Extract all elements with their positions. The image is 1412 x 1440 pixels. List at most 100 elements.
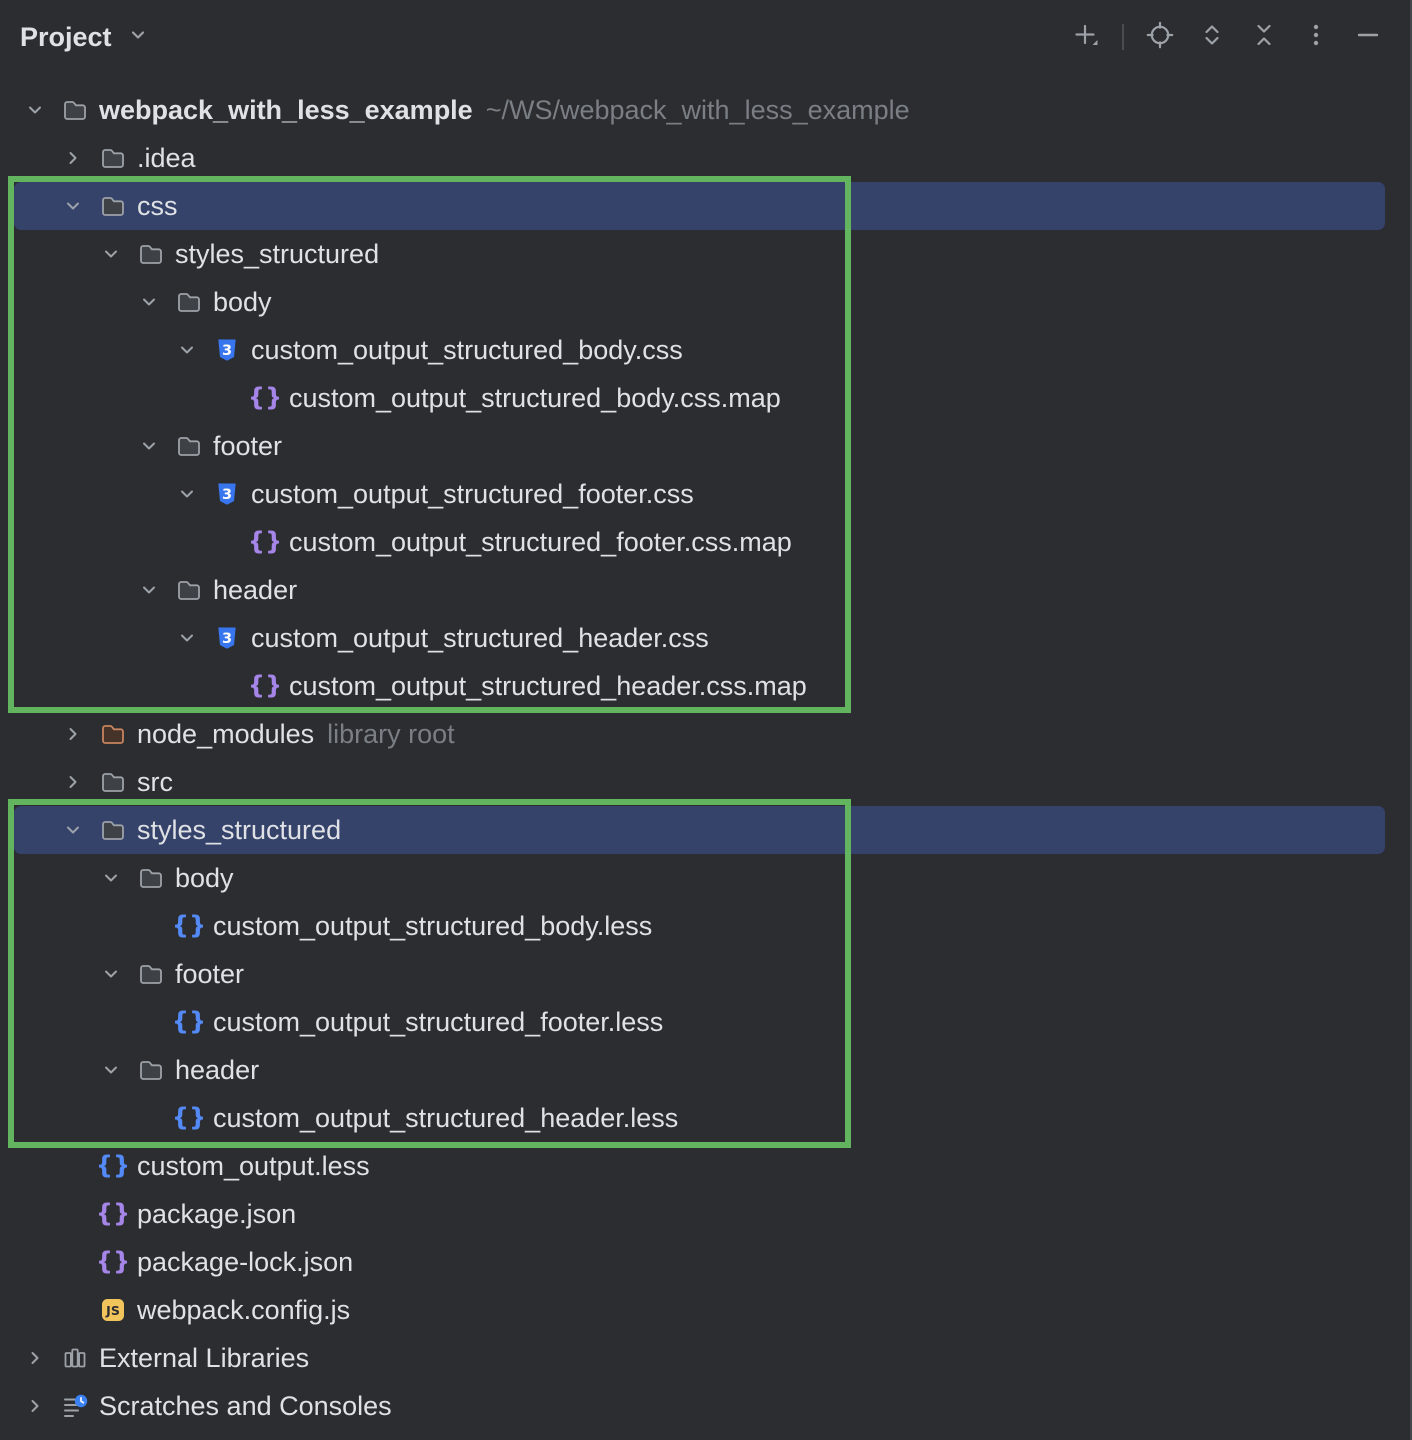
expand-all-button[interactable] [1196,21,1228,53]
tree-item-label: header [213,574,298,605]
tree-row--idea[interactable]: .idea [0,134,1410,182]
tree-row-custom-output-structured-body-less[interactable]: {}custom_output_structured_body.less [0,902,1410,950]
chevron-down-icon[interactable] [61,194,85,218]
chevron-down-icon[interactable] [23,98,47,122]
tree-row-footer[interactable]: footer [0,950,1410,998]
chevron-right-icon[interactable] [23,1346,47,1370]
tree-row-custom-output-structured-footer-less[interactable]: {}custom_output_structured_footer.less [0,998,1410,1046]
tree-item-label: custom_output_structured_footer.css [251,478,694,509]
chevron-down-icon[interactable] [175,338,199,362]
tree-row-styles-structured[interactable]: styles_structured [0,806,1410,854]
js-file-icon: JS [99,1296,127,1324]
tree-row-custom-output-structured-footer-css[interactable]: 3 custom_output_structured_footer.css [0,470,1410,518]
project-view-selector[interactable]: Project [20,22,150,53]
panel-toolbar [1070,21,1384,53]
folder-icon [99,816,127,844]
chevron-placeholder [61,1154,85,1178]
chevron-down-icon[interactable] [99,1058,123,1082]
chevron-down-icon[interactable] [175,626,199,650]
tree-item-label: footer [175,958,245,989]
tree-item-label: Scratches and Consoles [99,1390,392,1421]
tree-item-label: styles_structured [175,238,380,269]
tree-item-suffix: ~/WS/webpack_with_less_example [485,94,910,125]
tree-row-package-lock-json[interactable]: {}package-lock.json [0,1238,1410,1286]
svg-text:3: 3 [222,343,232,359]
tree-item-label: body [175,862,234,893]
scratches-icon [61,1392,89,1420]
svg-text:3: 3 [222,631,232,647]
tree-item-label: css [137,190,178,221]
tree-row-package-json[interactable]: {} package.json [0,1190,1410,1238]
target-icon [1144,19,1176,56]
tree-row-footer[interactable]: footer [0,422,1410,470]
svg-text:{}: {} [251,528,279,556]
chevron-down-icon[interactable] [137,434,161,458]
tree-item-label: custom_output_structured_body.less [213,910,653,941]
kebab-menu-icon [1300,19,1332,56]
tree-row-custom-output-structured-body-css-map[interactable]: {}custom_output_structured_body.css.map [0,374,1410,422]
tree-row-header[interactable]: header [0,566,1410,614]
chevron-down-icon[interactable] [61,818,85,842]
folder-icon [175,432,203,460]
panel-title: Project [20,21,112,52]
tree-item-label: webpack_with_less_example [99,94,473,125]
svg-text:{}: {} [175,1104,203,1132]
svg-text:{}: {} [175,1008,203,1036]
chevron-down-icon[interactable] [99,866,123,890]
tree-row-custom-output-structured-header-less[interactable]: {}custom_output_structured_header.less [0,1094,1410,1142]
css-file-icon: 3 [213,480,241,508]
svg-text:{}: {} [99,1200,127,1228]
chevron-right-icon[interactable] [23,1394,47,1418]
chevron-right-icon[interactable] [61,146,85,170]
collapse-all-button[interactable] [1248,21,1280,53]
braces-blue-icon: {} [99,1152,127,1180]
add-button[interactable] [1070,21,1102,53]
chevron-placeholder [213,674,237,698]
chevron-down-icon[interactable] [175,482,199,506]
chevron-down-icon[interactable] [137,290,161,314]
folder-orange-icon [99,720,127,748]
braces-blue-icon: {} [175,1104,203,1132]
folder-icon [99,192,127,220]
folder-icon [175,288,203,316]
tree-row-scratches-and-consoles[interactable]: Scratches and Consoles [0,1382,1410,1430]
tree-item-label: External Libraries [99,1342,310,1373]
tree-row-body[interactable]: body [0,278,1410,326]
svg-text:{}: {} [99,1248,127,1276]
folder-icon [99,768,127,796]
project-tool-window-header: Project [0,0,1410,74]
tree-item-label: package.json [137,1198,297,1229]
css-file-icon: 3 [213,624,241,652]
tree-row-custom-output-structured-footer-css-map[interactable]: {}custom_output_structured_footer.css.ma… [0,518,1410,566]
folder-icon [137,240,165,268]
tree-row-src[interactable]: src [0,758,1410,806]
locate-file-button[interactable] [1144,21,1176,53]
hide-panel-button[interactable] [1352,21,1384,53]
chevron-right-icon[interactable] [61,722,85,746]
tree-row-custom-output-less[interactable]: {}custom_output.less [0,1142,1410,1190]
more-options-button[interactable] [1300,21,1332,53]
tree-row-body[interactable]: body [0,854,1410,902]
svg-text:3: 3 [222,487,232,503]
tree-row-external-libraries[interactable]: External Libraries [0,1334,1410,1382]
expand-all-icon [1196,19,1228,56]
tree-row-custom-output-structured-header-css-map[interactable]: {}custom_output_structured_header.css.ma… [0,662,1410,710]
tree-row-header[interactable]: header [0,1046,1410,1094]
chevron-down-icon[interactable] [99,962,123,986]
tree-row-webpack-with-less-example[interactable]: webpack_with_less_example ~/WS/webpack_wi… [0,86,1410,134]
chevron-placeholder [213,530,237,554]
chevron-down-icon[interactable] [137,578,161,602]
chevron-right-icon[interactable] [61,770,85,794]
toolbar-separator [1122,24,1124,50]
chevron-placeholder [61,1202,85,1226]
tree-row-styles-structured[interactable]: styles_structured [0,230,1410,278]
tree-item-label: body [213,286,272,317]
svg-text:{}: {} [99,1152,127,1180]
tree-row-css[interactable]: css [0,182,1410,230]
chevron-placeholder [137,1010,161,1034]
chevron-down-icon[interactable] [99,242,123,266]
